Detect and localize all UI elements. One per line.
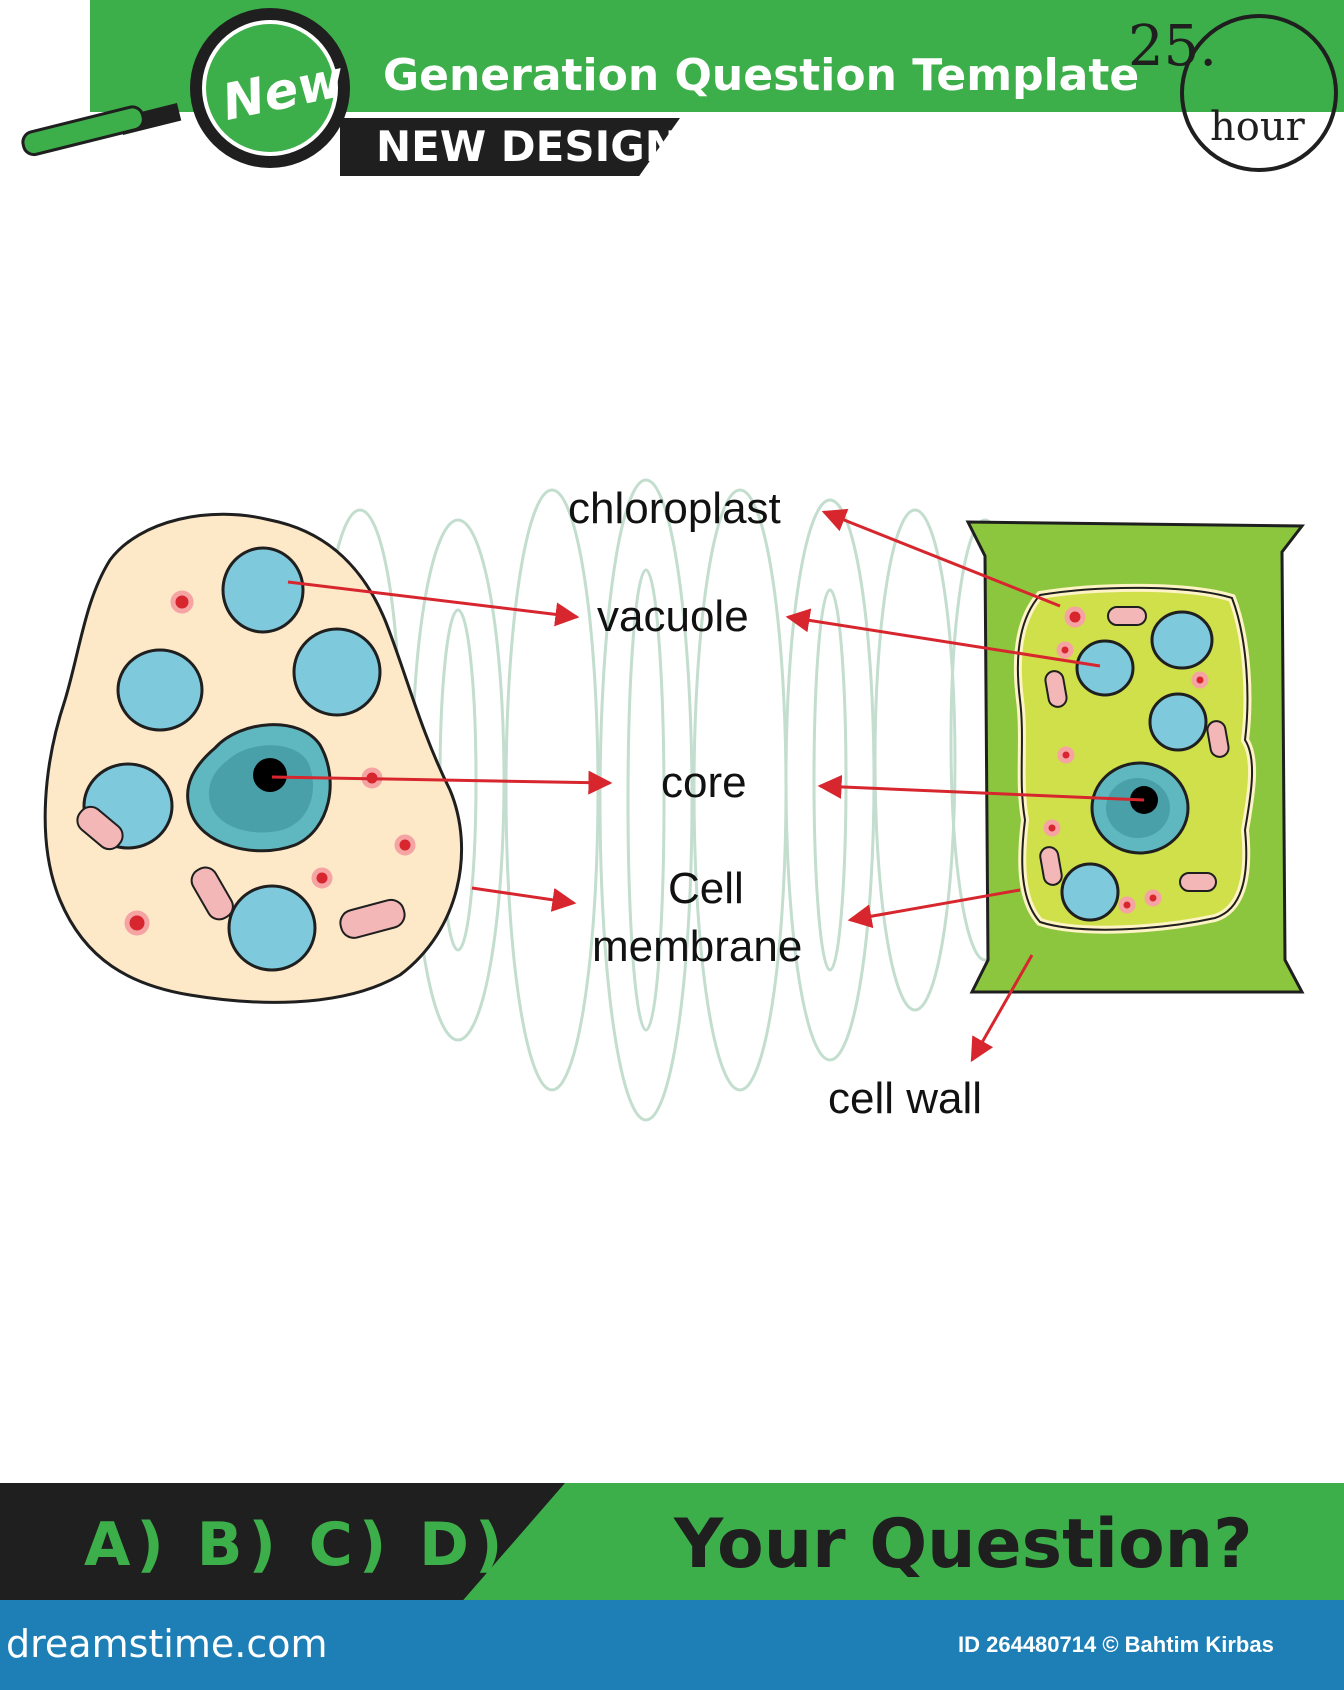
arrow-plant-chloroplast [821,508,1061,608]
label-chloroplast: chloroplast [568,484,781,533]
footer-credit: ID 264480714 © Bahtim Kirbas [958,1632,1274,1657]
answer-options: A) B) C) D) E) [84,1510,616,1580]
plant-mitochondria [1039,606,1230,892]
plant-cell [965,520,1306,994]
arrow-animal-core [271,770,613,795]
label-cell-membrane-line1: Cell [668,864,744,913]
label-core: core [661,758,747,807]
animal-ribosomes [124,590,416,936]
header-subtitle-band [340,118,680,176]
arrow-plant-core [817,774,1145,802]
header-title: Generation Question Template [383,50,1140,101]
label-vacuole: vacuole [597,592,749,641]
clock-icon [1180,14,1338,172]
plant-chloroplasts [1043,606,1209,914]
answers-band [0,1483,565,1600]
clock-unit: hour [1210,104,1305,150]
plant-nucleus [1090,761,1190,855]
animal-cell [43,512,463,1004]
label-arrows [271,508,1145,1063]
arrow-animal-vacuole [287,580,580,627]
magnifier-lens [206,24,334,152]
label-cell-membrane-line2: membrane [592,922,803,971]
header-subtitle: NEW DESIGN [376,122,680,171]
arrow-plant-wall [970,954,1034,1063]
clock-number: 25. [1128,14,1218,79]
arrow-plant-vacuole [785,608,1101,668]
question-text: Your Question? [674,1505,1253,1584]
footer-logo: dreamstime.com [6,1622,328,1666]
animal-mitochondria [76,805,406,939]
plant-vacuoles [1060,610,1214,922]
arrow-animal-membrane [471,886,577,912]
arrow-plant-membrane [847,888,1021,929]
footer-bar [0,1600,1344,1690]
label-cell-wall: cell wall [828,1074,983,1123]
animal-nucleus [186,723,332,853]
